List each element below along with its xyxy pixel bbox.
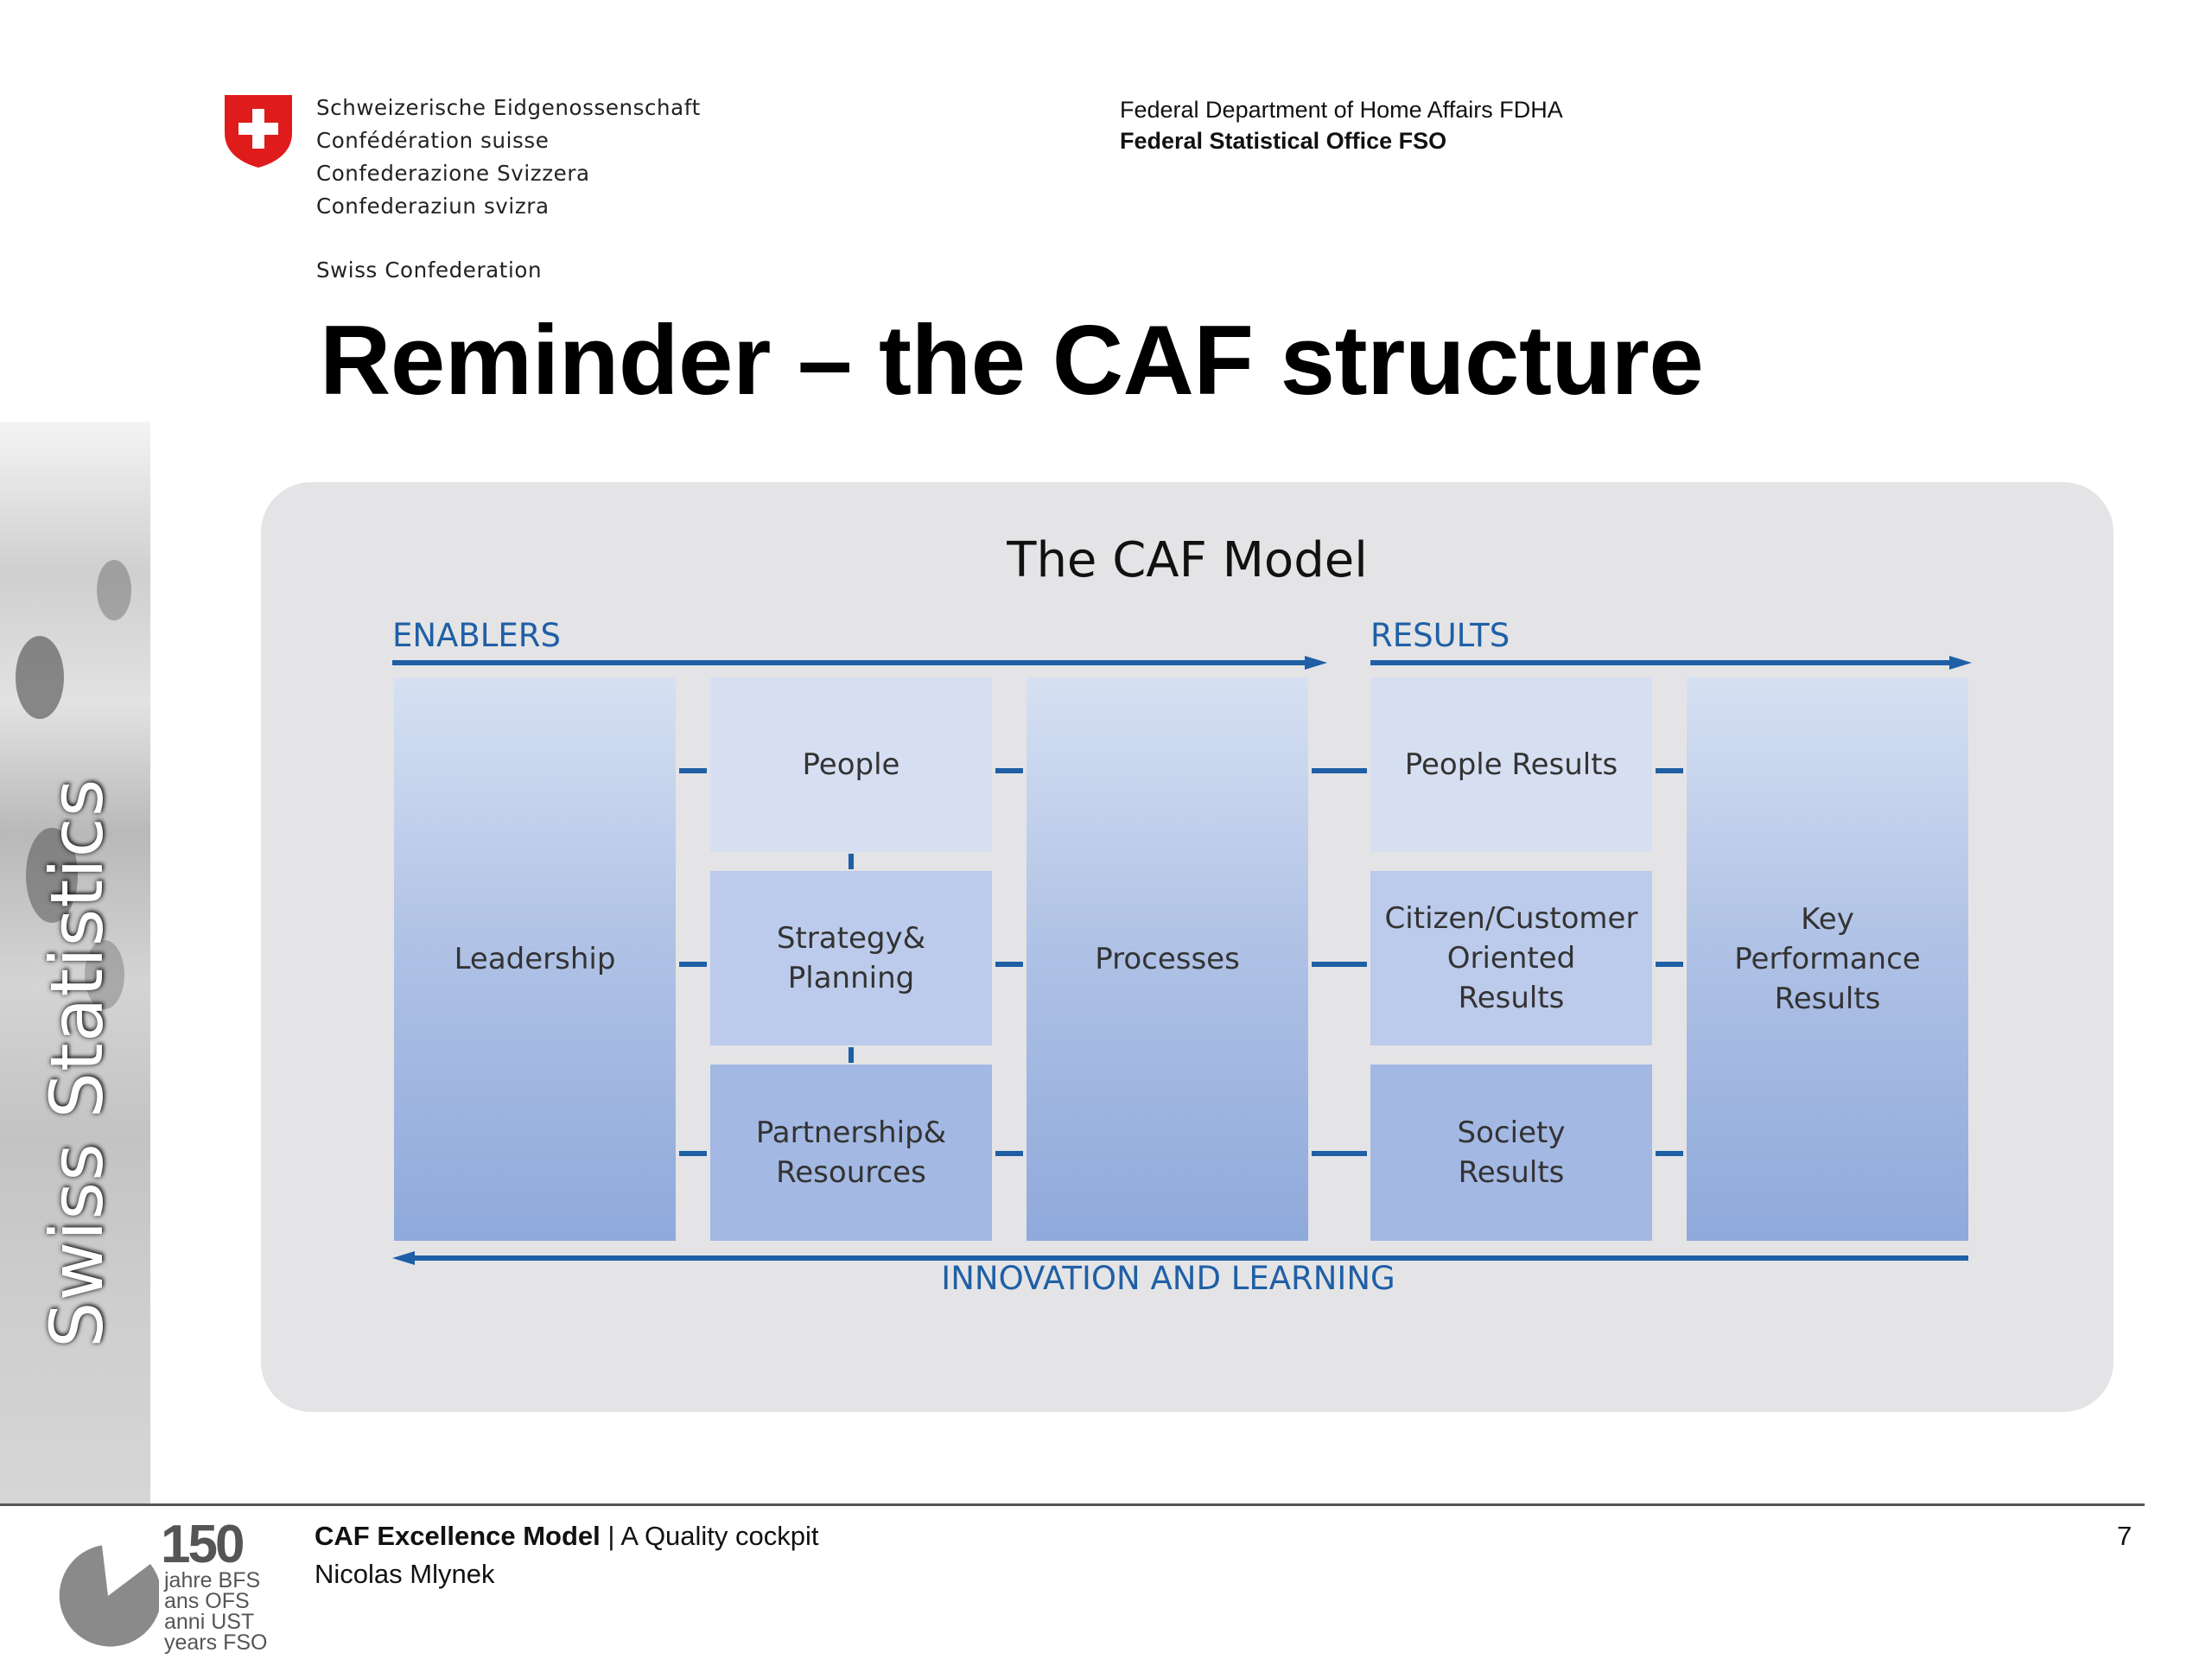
people-box: People bbox=[710, 677, 992, 852]
leadership-box: Leadership bbox=[394, 677, 676, 1241]
anniversary-logo-icon bbox=[59, 1545, 159, 1647]
connector bbox=[995, 962, 1023, 967]
footer-author: Nicolas Mlynek bbox=[315, 1559, 495, 1589]
photo-figure bbox=[85, 940, 124, 1009]
partnership-resources-box: Partnership& Resources bbox=[710, 1065, 992, 1241]
connector bbox=[1312, 1151, 1367, 1156]
photo-figure bbox=[16, 636, 64, 719]
confederation-line-it: Confederazione Svizzera bbox=[316, 161, 590, 186]
processes-box: Processes bbox=[1027, 677, 1308, 1241]
citizen-results-box: Citizen/Customer Oriented Results bbox=[1370, 871, 1652, 1046]
key-performance-results-box: Key Performance Results bbox=[1687, 677, 1968, 1241]
footer-title: CAF Excellence Model | A Quality cockpit bbox=[315, 1521, 819, 1552]
anniversary-line: jahre BFS bbox=[164, 1568, 261, 1592]
results-arrow-line bbox=[1370, 660, 1953, 665]
caf-model-panel: The CAF Model ENABLERS RESULTS Leadershi… bbox=[261, 482, 2113, 1412]
society-results-box: Society Results bbox=[1370, 1065, 1652, 1241]
connector bbox=[679, 962, 707, 967]
enablers-label: ENABLERS bbox=[392, 617, 561, 654]
connector bbox=[679, 768, 707, 773]
connector bbox=[1656, 1151, 1683, 1156]
diagram-title: The CAF Model bbox=[1007, 532, 1368, 588]
results-label: RESULTS bbox=[1370, 617, 1510, 654]
innovation-arrow-head bbox=[392, 1251, 415, 1265]
enablers-arrow-line bbox=[392, 660, 1308, 665]
connector bbox=[1656, 962, 1683, 967]
connector bbox=[849, 854, 854, 869]
anniversary-number: 150 bbox=[161, 1515, 245, 1574]
footer-divider bbox=[0, 1503, 2145, 1506]
page-title: Reminder – the CAF structure bbox=[320, 306, 1704, 416]
footer-separator: | bbox=[600, 1521, 621, 1551]
connector bbox=[995, 1151, 1023, 1156]
confederation-line-rm: Confederaziun svizra bbox=[316, 194, 550, 219]
people-results-box: People Results bbox=[1370, 677, 1652, 852]
strategy-planning-box: Strategy& Planning bbox=[710, 871, 992, 1046]
innovation-arrow-line bbox=[413, 1255, 1968, 1261]
anniversary-line: years FSO bbox=[164, 1630, 268, 1655]
connector bbox=[849, 1047, 854, 1063]
side-photo-strip bbox=[0, 422, 150, 1503]
anniversary-line: ans OFS bbox=[164, 1589, 250, 1613]
confederation-line-en: Swiss Confederation bbox=[316, 257, 543, 283]
side-label: Swiss Statistics bbox=[35, 778, 119, 1348]
connector bbox=[1656, 768, 1683, 773]
connector bbox=[995, 768, 1023, 773]
footer-model-name: CAF Excellence Model bbox=[315, 1521, 601, 1551]
swiss-crest-icon bbox=[225, 95, 292, 168]
photo-figure bbox=[97, 560, 131, 620]
confederation-line-fr: Confédération suisse bbox=[316, 128, 550, 153]
confederation-line-de: Schweizerische Eidgenossenschaft bbox=[316, 95, 701, 120]
department-name: Federal Department of Home Affairs FDHA bbox=[1120, 97, 1563, 123]
connector bbox=[1312, 962, 1367, 967]
photo-figure bbox=[26, 828, 78, 923]
page-number: 7 bbox=[2117, 1521, 2133, 1551]
connector bbox=[1312, 768, 1367, 773]
anniversary-line: anni UST bbox=[164, 1610, 255, 1634]
connector bbox=[679, 1151, 707, 1156]
innovation-learning-label: INNOVATION AND LEARNING bbox=[941, 1260, 1395, 1297]
results-arrow-head bbox=[1949, 656, 1972, 670]
footer-subtitle: A Quality cockpit bbox=[620, 1521, 819, 1551]
office-name: Federal Statistical Office FSO bbox=[1120, 128, 1447, 154]
enablers-arrow-head bbox=[1305, 656, 1327, 670]
